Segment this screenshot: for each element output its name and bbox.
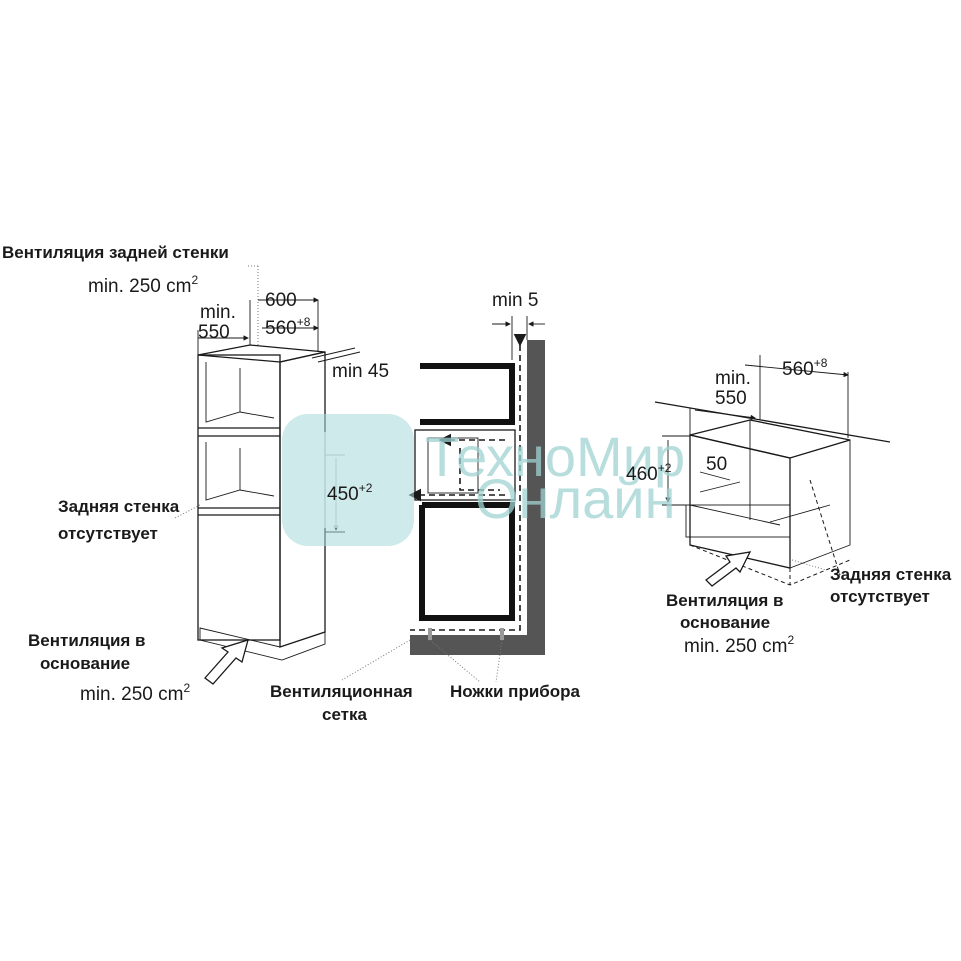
right-base-vent-area: min. 250 cm2 xyxy=(684,633,794,657)
base-vent-line1: Вентиляция в xyxy=(28,631,146,650)
watermark: ТехноМир Онлайн xyxy=(282,414,685,546)
dim-min5: min 5 xyxy=(492,290,538,311)
rear-vent-label: Вентиляция задней стенки xyxy=(2,243,229,262)
rear-vent-area: min. 250 cm2 xyxy=(88,273,198,297)
grille-line2: сетка xyxy=(322,705,368,724)
grille-line1: Вентиляционная xyxy=(270,682,413,701)
watermark-line1: ТехноМир xyxy=(425,425,685,488)
right-dim-460: 460+2 xyxy=(626,461,672,485)
under-counter-drawing xyxy=(654,355,891,587)
right-dim-550: 550 xyxy=(715,388,747,409)
side-section-drawing xyxy=(341,316,545,683)
base-vent-line2: основание xyxy=(40,654,130,673)
dim-600: 600 xyxy=(265,290,297,311)
right-dim-50: 50 xyxy=(706,454,727,475)
right-dim-min: min. xyxy=(715,368,751,389)
dim-450: 450+2 xyxy=(327,481,373,505)
right-no-back-line1: Задняя стенка xyxy=(830,565,952,584)
dim-min-label: min. xyxy=(200,302,236,323)
feet-label: Ножки прибора xyxy=(450,682,581,701)
watermark-line2: Онлайн xyxy=(475,467,676,530)
right-base-vent-line2: основание xyxy=(680,613,770,632)
right-dim-560: 560+8 xyxy=(782,356,828,380)
right-base-vent-line1: Вентиляция в xyxy=(666,591,784,610)
no-back-line2: отсутствует xyxy=(58,524,158,543)
right-no-back-line2: отсутствует xyxy=(830,587,930,606)
dim-560: 560+8 xyxy=(265,315,311,339)
base-vent-area: min. 250 cm2 xyxy=(80,681,190,705)
no-back-line1: Задняя стенка xyxy=(58,497,180,516)
dim-min45: min 45 xyxy=(332,361,389,382)
dim-550: 550 xyxy=(198,322,230,343)
